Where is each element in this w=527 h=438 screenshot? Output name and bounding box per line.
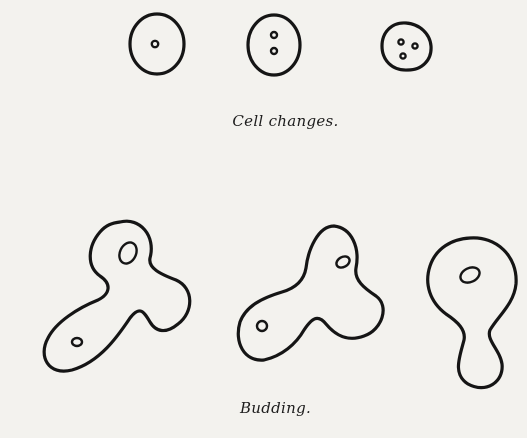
caption-cell-changes: Cell changes. [22, 112, 527, 130]
budding-cell-middle [238, 226, 383, 360]
cell-one-nucleus [130, 14, 184, 74]
budding-cell-right [428, 238, 516, 388]
budding-cell-left [44, 221, 190, 371]
caption-budding: Budding. [12, 399, 527, 417]
cell-two-nuclei [248, 15, 300, 75]
cell-three-nuclei [382, 23, 431, 70]
